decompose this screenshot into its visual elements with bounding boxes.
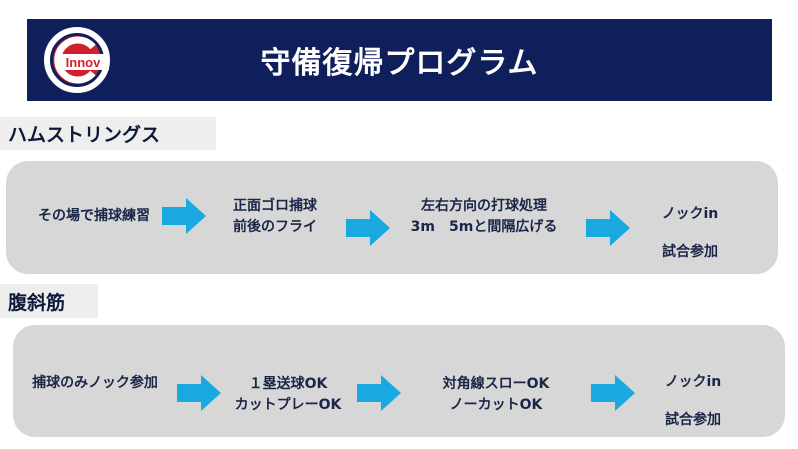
innov-logo: Innov <box>44 27 110 93</box>
step-text: 3m 5mと間隔広げる <box>410 219 558 235</box>
step-text: 左右方向の打球処理 <box>421 198 547 214</box>
step-text: 試合参加 <box>665 412 721 428</box>
title-banner: Innov 守備復帰プログラム <box>27 19 772 101</box>
arrow-right-icon <box>162 198 206 234</box>
arrow-right-icon <box>357 375 401 411</box>
step-1: 捕球のみノック参加 <box>15 373 175 394</box>
step-text: 捕球のみノック参加 <box>32 375 158 391</box>
step-text: 正面ゴロ捕球 <box>233 198 317 214</box>
arrow-right-icon <box>346 210 390 246</box>
section-label-obliques: 腹斜筋 <box>0 284 98 318</box>
step-4: ノックin 試合参加 <box>643 363 743 439</box>
arrow-right-icon <box>586 210 630 246</box>
step-3: 左右方向の打球処理 3m 5mと間隔広げる <box>394 196 574 238</box>
arrow-right-icon <box>177 375 221 411</box>
step-text: その場で捕球練習 <box>38 208 150 224</box>
section-label-hamstrings: ハムストリングス <box>0 117 216 150</box>
arrow-right-icon <box>591 375 635 411</box>
step-4: ノックin 試合参加 <box>640 195 740 271</box>
step-text: ノックin <box>661 206 719 222</box>
step-text: １塁送球OK <box>248 376 328 392</box>
step-text: 対角線スローOK <box>442 376 550 392</box>
step-text: ノックin <box>664 374 722 390</box>
logo-text: Innov <box>66 55 101 70</box>
step-1: その場で捕球練習 <box>16 206 172 227</box>
step-text: 前後のフライ <box>233 219 317 235</box>
step-2: 正面ゴロ捕球 前後のフライ <box>210 196 340 238</box>
step-2: １塁送球OK カットプレーOK <box>223 374 353 416</box>
step-3: 対角線スローOK ノーカットOK <box>421 374 571 416</box>
step-text: ノーカットOK <box>449 397 543 413</box>
progression-row-hamstrings: その場で捕球練習 正面ゴロ捕球 前後のフライ 左右方向の打球処理 3m 5mと間… <box>6 161 778 274</box>
step-text: 試合参加 <box>662 244 718 260</box>
step-text: カットプレーOK <box>234 397 342 413</box>
progression-row-obliques: 捕球のみノック参加 １塁送球OK カットプレーOK 対角線スローOK ノーカット… <box>13 325 785 437</box>
page-title: 守備復帰プログラム <box>260 46 539 81</box>
